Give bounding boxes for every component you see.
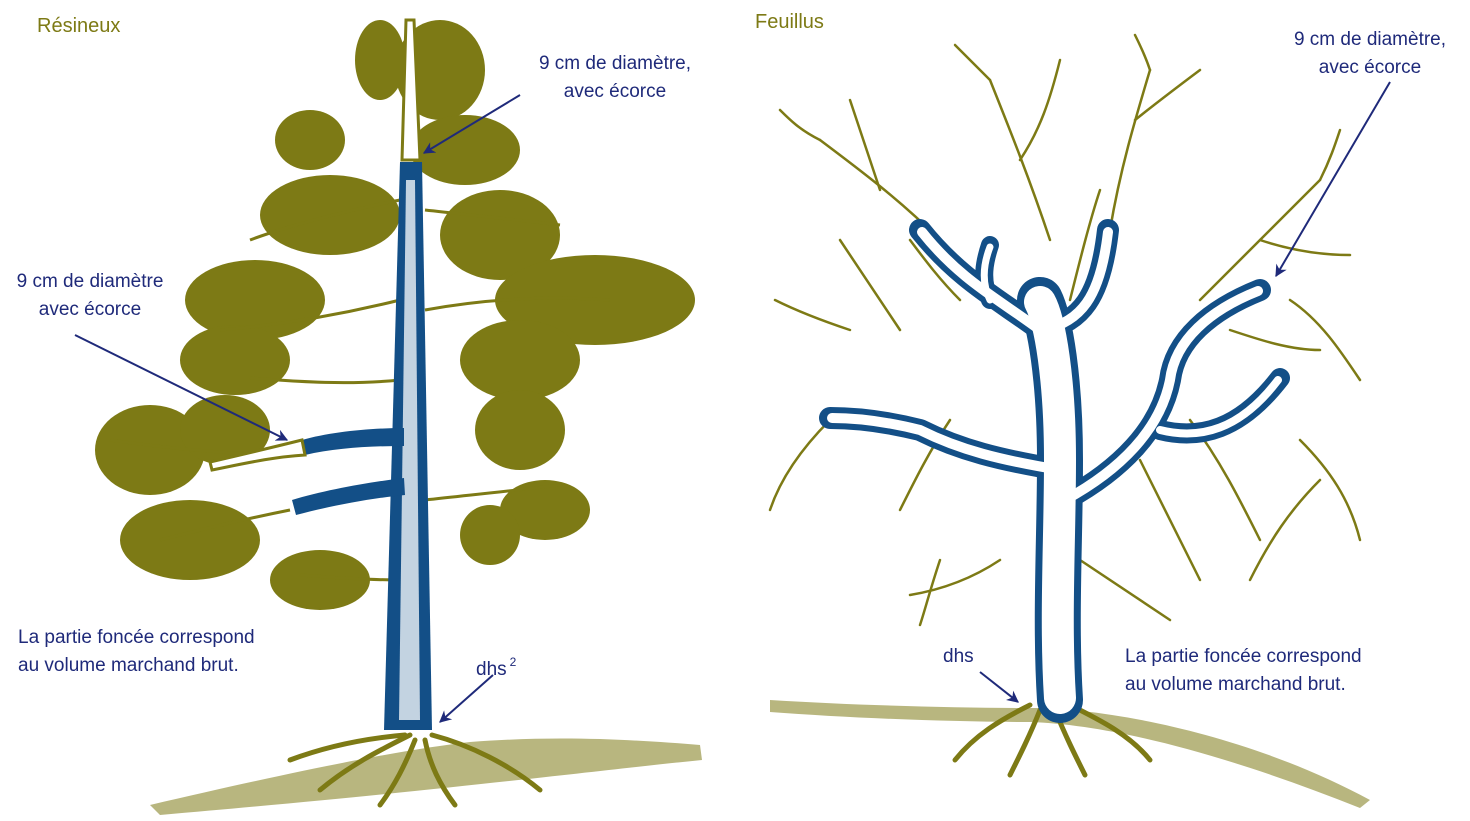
hardwood-stump-arrow [980, 672, 1018, 702]
hardwood-legend: La partie foncée correspond au volume ma… [1125, 643, 1362, 699]
softwood-dhs-footnote: 2 [510, 655, 517, 669]
softwood-branch-label: 9 cm de diamètre avec écorce [0, 268, 180, 324]
softwood-branch-label-line2: avec écorce [0, 296, 180, 324]
softwood-title: Résineux [37, 12, 120, 40]
hardwood-branch-label-line2: avec écorce [1280, 54, 1460, 82]
softwood-legend: La partie foncée correspond au volume ma… [18, 624, 255, 680]
hardwood-branch-arrow [1276, 82, 1390, 276]
softwood-branch-label-line1: 9 cm de diamètre [0, 268, 180, 296]
hardwood-legend-line1: La partie foncée correspond [1125, 643, 1362, 671]
hardwood-legend-line2: au volume marchand brut. [1125, 671, 1362, 699]
softwood-merchantable-branch-upper [302, 428, 404, 455]
hardwood-title: Feuillus [755, 8, 824, 36]
softwood-legend-line1: La partie foncée correspond [18, 624, 255, 652]
softwood-top-label-line1: 9 cm de diamètre, [525, 50, 705, 78]
softwood-tree [95, 20, 702, 815]
hardwood-merchantable-inner [832, 232, 1278, 698]
softwood-merchantable-branch-lower [292, 478, 405, 515]
softwood-dhs: dhs [476, 659, 507, 680]
hardwood-branch-label: 9 cm de diamètre, avec écorce [1280, 26, 1460, 82]
softwood-top-label-line2: avec écorce [525, 78, 705, 106]
hardwood-branch-label-line1: 9 cm de diamètre, [1280, 26, 1460, 54]
softwood-top-label: 9 cm de diamètre, avec écorce [525, 50, 705, 106]
softwood-legend-line2: au volume marchand brut. [18, 652, 255, 680]
hardwood-stump-label: dhs [943, 643, 974, 671]
